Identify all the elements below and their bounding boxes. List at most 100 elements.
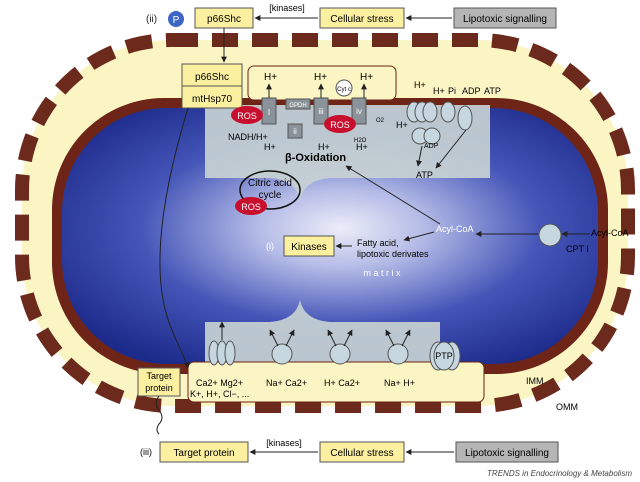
- ch3-arrow-b: [343, 329, 353, 347]
- target-squiggle: [155, 395, 163, 435]
- atp-label-top: ATP: [484, 86, 501, 96]
- svg-text:GPDH: GPDH: [289, 103, 306, 109]
- complex-iv: iv: [351, 97, 367, 125]
- h-plus-i: H+: [264, 72, 277, 83]
- signalling-top: Lipotoxic signalling: [463, 14, 547, 25]
- target-box-bottom: [159, 441, 249, 463]
- h-plus-matrix-2: H+: [318, 142, 330, 152]
- outer-membrane: [15, 33, 635, 413]
- fatty-acid-1: Fatty acid,: [357, 238, 399, 248]
- svg-text:iv: iv: [356, 107, 362, 116]
- svg-text:I: I: [268, 108, 270, 117]
- channel-3: [329, 343, 351, 365]
- svg-text:ii: ii: [293, 127, 297, 136]
- import-mthsp70: mtHsp70: [192, 94, 232, 105]
- h-plus-iv: H+: [360, 72, 373, 83]
- phospho-label: P: [173, 15, 180, 26]
- ros-blob-3: [235, 197, 267, 215]
- omm-label: OMM: [556, 402, 578, 412]
- acyl-coa-matrix: Acyl-CoA: [436, 224, 474, 234]
- h-plus-iii: H+: [314, 72, 327, 83]
- cpt-label: CPT I: [566, 244, 589, 254]
- ros-blob-2: [324, 115, 356, 133]
- ros-label-3: ROS: [241, 202, 261, 212]
- channel-2: [271, 343, 293, 365]
- cytc-circle: [335, 79, 353, 97]
- gpdh: GPDH: [285, 98, 311, 110]
- matrix-word: m a t r i x: [363, 268, 401, 278]
- citric-acid-line1: Citric acid: [248, 178, 292, 189]
- ros-label-2: ROS: [330, 120, 350, 130]
- stress-bottom: Cellular stress: [330, 448, 393, 459]
- adp-atp-exchanger: [440, 101, 456, 123]
- bottom-kinases: [kinases]: [266, 438, 302, 448]
- ions-group2: Na+ Ca2+: [266, 378, 307, 388]
- acyl-to-beta: [345, 165, 441, 225]
- signalling-bottom: Lipotoxic signalling: [465, 448, 549, 459]
- ions-group1-line2: K+, H+, Cl−, ...: [190, 389, 249, 399]
- h-plus-matrix-3: H+: [356, 142, 368, 152]
- stress-box-bottom: [319, 441, 405, 463]
- stress-box-top: [319, 7, 405, 29]
- ions-group3: H+ Ca2+: [324, 378, 360, 388]
- citric-acid-line2: cycle: [259, 190, 282, 201]
- o2-label: O2: [376, 118, 385, 124]
- synthase-h: H+: [414, 80, 426, 90]
- h-plus-matrix-1: H+: [264, 142, 276, 152]
- kinases-matrix-label: (i): [266, 241, 274, 251]
- top-pathway-label: (ii): [146, 14, 157, 25]
- complex-i: I: [261, 97, 277, 125]
- ions-group4: Na+ H+: [384, 378, 415, 388]
- ch4-arrow-b: [401, 329, 411, 347]
- ch2-arrow-b: [285, 329, 295, 347]
- ros-blob-1: [231, 106, 263, 124]
- complex-ii: ii: [287, 123, 303, 139]
- ptp-label: PTP: [435, 351, 453, 361]
- target-imm-line2: protein: [145, 383, 173, 393]
- lower-crista-zone: [205, 300, 440, 364]
- synthase-h-inner: H+: [396, 120, 408, 130]
- fatty-acid-2: lipotoxic derivates: [357, 249, 429, 259]
- kinases-matrix-box: [283, 235, 335, 257]
- cytc-label: Cyt c: [337, 87, 351, 93]
- ions-group1-line1: Ca2+ Mg2+: [196, 378, 243, 388]
- target-bottom: Target protein: [173, 448, 234, 459]
- channel-4: [387, 343, 409, 365]
- ch3-arrow-a: [327, 329, 337, 347]
- import-p66shc: p66Shc: [195, 72, 229, 83]
- target-protein-imm-box: [137, 367, 181, 397]
- pi-carrier: [457, 105, 473, 131]
- channel-1: [208, 340, 236, 366]
- signalling-box-bottom: [455, 441, 559, 463]
- acyl-to-fatty: [403, 231, 435, 242]
- stress-top: Cellular stress: [330, 14, 393, 25]
- imm-label: IMM: [526, 376, 544, 386]
- citric-acid-cycle: [239, 170, 301, 210]
- beta-oxidation: β-Oxidation: [285, 152, 346, 164]
- cpt-transporter: [538, 223, 562, 247]
- pi-h: H+: [433, 86, 445, 96]
- ch2-arrow-a: [269, 329, 279, 347]
- top-kinases: [kinases]: [269, 3, 305, 13]
- p66shc-top: p66Shc: [207, 14, 241, 25]
- ptp-pore: [429, 341, 461, 371]
- atp-arrow-2: [435, 129, 467, 169]
- acyl-coa-outside: Acyl-CoA: [591, 228, 629, 238]
- adp-label: ADP: [462, 86, 481, 96]
- svg-text:iii: iii: [318, 107, 324, 116]
- ros-label-1: ROS: [237, 111, 257, 121]
- bottom-pathway-label: (iii): [140, 447, 152, 457]
- kinases-matrix: Kinases: [291, 242, 327, 253]
- atp-synthase: [406, 101, 441, 145]
- atp-bottom: ATP: [416, 170, 433, 180]
- target-imm-line1: Target: [146, 371, 172, 381]
- phospho-badge: [168, 11, 184, 27]
- h2o-label: H2O: [354, 138, 367, 144]
- p66-target-curve: [159, 107, 190, 369]
- ch4-arrow-a: [385, 329, 395, 347]
- credit: TRENDS in Endocrinology & Metabolism: [487, 469, 632, 478]
- nadh-label: NADH/H+: [228, 132, 268, 142]
- adp-small: ADP: [424, 143, 439, 150]
